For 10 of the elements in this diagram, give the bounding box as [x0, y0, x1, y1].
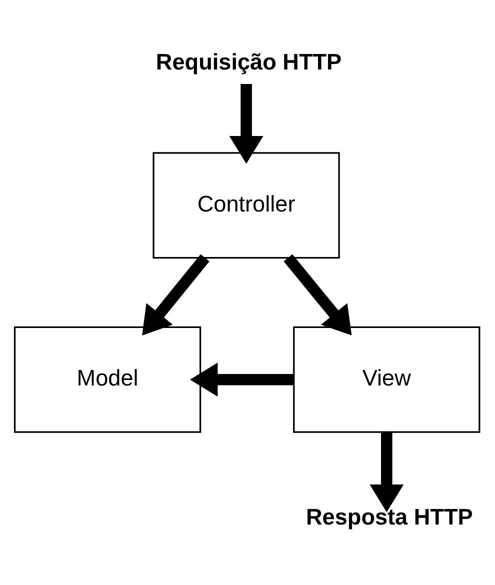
arrow: [229, 84, 264, 164]
node-text: Resposta HTTP: [306, 504, 473, 530]
arrow: [284, 254, 352, 336]
arrow: [190, 362, 294, 397]
arrow: [370, 432, 404, 512]
node-text: Requisição HTTP: [156, 49, 342, 74]
node-box: Model: [14, 326, 202, 433]
node-box: View: [293, 326, 480, 433]
arrow: [142, 254, 210, 336]
node-box: Controller: [152, 152, 340, 259]
